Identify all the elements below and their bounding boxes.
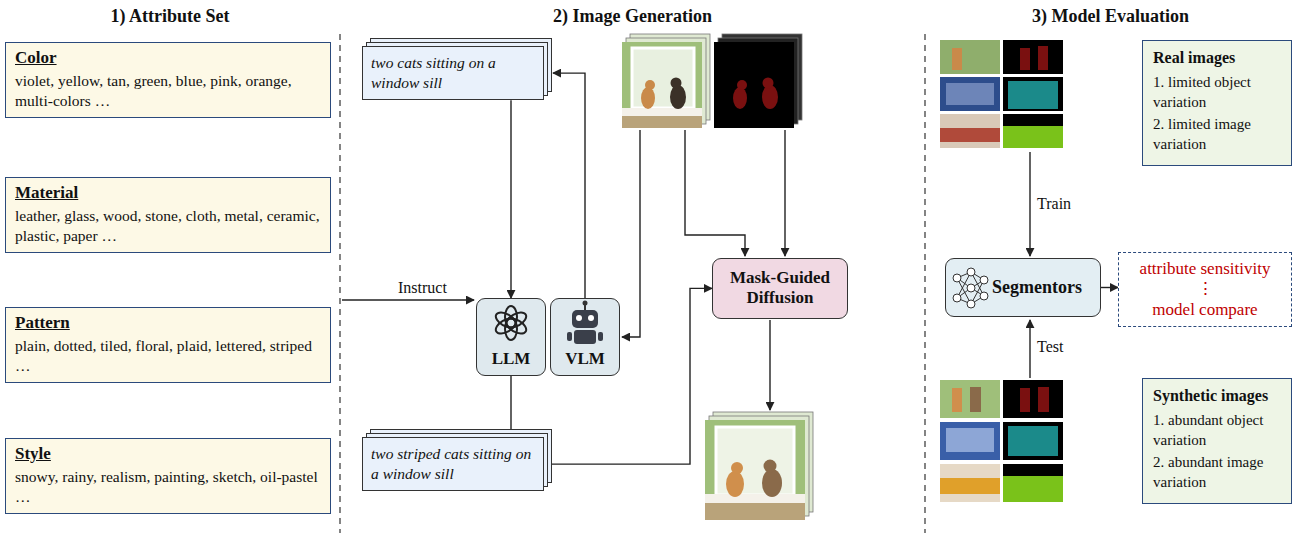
node-text: plain, dotted, tiled, floral, plaid, let… [15, 336, 322, 376]
connector-arrow [553, 73, 585, 298]
process-box: Mask-Guided Diffusion [712, 258, 848, 319]
flow-arrow [342, 130, 1030, 410]
vlm-robot-icon [567, 301, 603, 345]
attribute-box: Material leather, glass, wood, stone, clo… [5, 177, 331, 253]
attribute-box: Style snowy, rainy, realism, painting, sk… [5, 438, 331, 514]
node-text: Material [15, 183, 322, 203]
node-text: Pattern [15, 313, 322, 333]
section-divider [340, 34, 925, 533]
arrow-label: Train [1037, 195, 1087, 213]
section-title: 2) Image Generation [340, 6, 925, 27]
node-text: VLM [553, 349, 617, 369]
node-text: Mask-Guided Diffusion [719, 268, 841, 309]
node-text: model compare [1125, 300, 1285, 320]
attribute-box: Pattern plain, dotted, tiled, floral, pla… [5, 307, 331, 383]
info-box: Synthetic images 1. abundant object varia… [1142, 378, 1292, 504]
output-box: attribute sensitivity⋮model compare [1118, 252, 1292, 327]
node-text: 2. abundant image variation [1153, 453, 1283, 492]
node-text: violet, yellow, tan, green, blue, pink, … [15, 71, 322, 111]
node-text: 1. limited object variation [1153, 73, 1283, 112]
info-box: Real images 1. limited object variation2.… [1142, 40, 1292, 166]
node-text: attribute sensitivity [1125, 259, 1285, 279]
section-title: 3) Model Evaluation [925, 6, 1296, 27]
photo-stack [622, 34, 710, 128]
caption-box: two cats sitting on a window sill [362, 46, 544, 100]
node-text: two cats sitting on a window sill [371, 53, 535, 93]
arrow-label: Instruct [398, 279, 470, 297]
node-text: 2. limited image variation [1153, 115, 1283, 154]
section-title: 1) Attribute Set [0, 6, 340, 27]
connector-arrow [510, 100, 511, 298]
node-text: Synthetic images [1153, 387, 1283, 405]
node-text: Color [15, 48, 322, 68]
node-text: ⋮ [1125, 279, 1285, 299]
model-box: LLM [476, 298, 546, 376]
node-text: snowy, rainy, realism, painting, sketch,… [15, 467, 322, 507]
node-text: Segmentors [992, 277, 1094, 298]
real-thumbnails [940, 40, 1063, 148]
generated-photo-stack [705, 412, 813, 520]
model-box: VLM [550, 298, 620, 376]
llm-icon [493, 306, 528, 340]
node-text: LLM [479, 349, 543, 369]
node-text: 1. abundant object variation [1153, 411, 1283, 450]
arrow-label: Test [1037, 338, 1087, 356]
node-text: Real images [1153, 49, 1283, 67]
connector-arrow [544, 288, 712, 464]
network-icon [953, 268, 988, 308]
connector-arrow [1101, 287, 1118, 288]
connector-arrow [510, 376, 511, 437]
mask-stack [714, 34, 802, 128]
attribute-box: Color violet, yellow, tan, green, blue, p… [5, 42, 331, 118]
node-text: two striped cats sitting on a window sil… [371, 444, 535, 484]
node-text: Style [15, 444, 322, 464]
node-text: leather, glass, wood, stone, cloth, meta… [15, 206, 322, 246]
model-box: Segmentors [945, 258, 1101, 317]
synthetic-thumbnails [940, 380, 1063, 502]
caption-box: two striped cats sitting on a window sil… [362, 437, 544, 491]
